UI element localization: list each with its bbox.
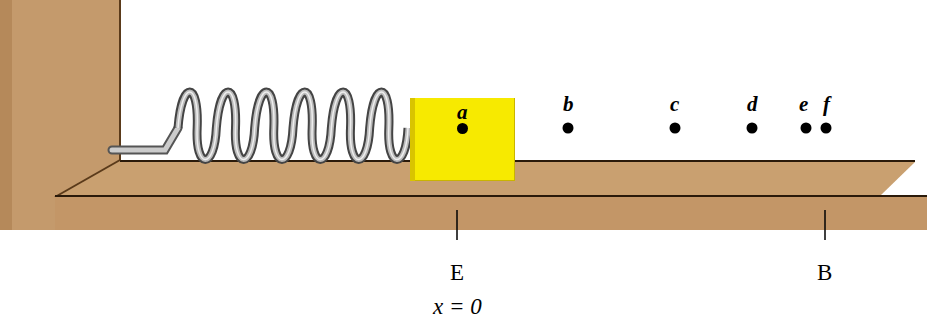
position-dot — [821, 123, 832, 134]
floor-front — [55, 196, 927, 230]
origin-label: x = 0 — [433, 295, 482, 318]
coil-stroke — [178, 92, 408, 160]
floor-corner — [55, 160, 120, 197]
position-dot — [670, 123, 681, 134]
floor-front-edge — [55, 195, 927, 197]
position-dot — [457, 123, 468, 134]
point-label: e — [799, 94, 808, 115]
position-dot — [747, 123, 758, 134]
sliding-block: a — [410, 98, 515, 181]
position-label: E — [450, 261, 464, 284]
coil-stroke — [178, 92, 408, 160]
point-label: d — [747, 94, 758, 115]
spring-coil — [178, 92, 408, 160]
tick-mark — [824, 210, 826, 240]
wall-edge — [0, 0, 12, 230]
spring-hook — [112, 128, 178, 150]
position-dot — [563, 123, 574, 134]
spring-hook-shine — [112, 128, 178, 150]
tick-mark — [456, 210, 458, 240]
wall-corner — [119, 0, 121, 160]
point-label: b — [563, 94, 574, 115]
position-label: B — [817, 261, 832, 284]
point-label: a — [457, 102, 468, 123]
coil-stroke — [178, 92, 408, 160]
point-label: f — [823, 94, 830, 115]
position-dot — [801, 123, 812, 134]
point-label: c — [670, 94, 679, 115]
